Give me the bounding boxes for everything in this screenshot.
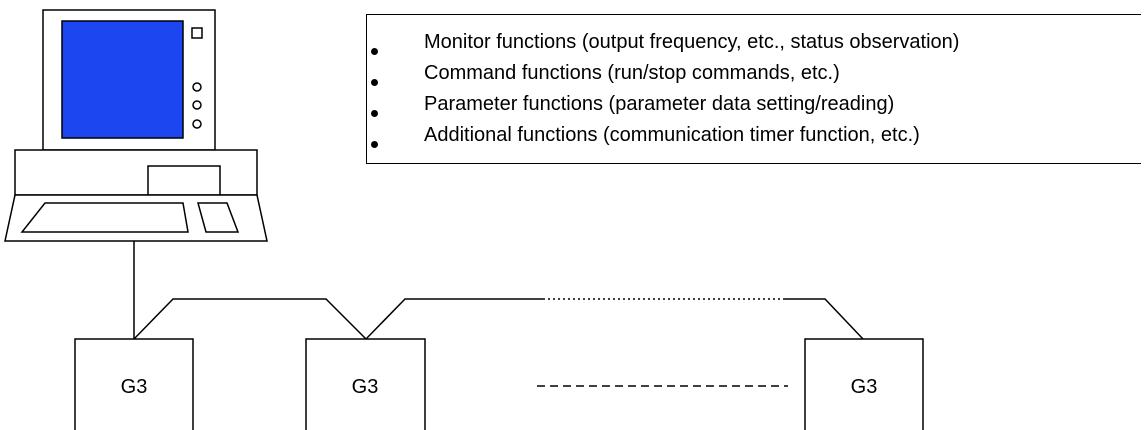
monitor-screen [61, 20, 184, 139]
bullet-icon [371, 110, 378, 117]
function-item: Additional functions (communication time… [367, 120, 959, 151]
unit-label-3: G3 [850, 376, 878, 398]
unit-label-2: G3 [351, 376, 379, 398]
function-list: Monitor functions (output frequency, etc… [367, 27, 959, 151]
computer-icon [4, 9, 268, 242]
unit-box-1 [74, 338, 194, 430]
bullet-icon [371, 79, 378, 86]
bullet-icon [371, 141, 378, 148]
disk-drive [147, 165, 221, 196]
bus-segment-2 [365, 298, 543, 340]
bullet-icon [371, 48, 378, 55]
keyboard-main-keys [20, 202, 189, 233]
function-list-box: Monitor functions (output frequency, etc… [366, 14, 1141, 164]
function-text: Parameter functions (parameter data sett… [424, 93, 895, 115]
function-item: Command functions (run/stop commands, et… [367, 58, 959, 89]
unit-label-1: G3 [120, 376, 148, 398]
function-text: Monitor functions (output frequency, etc… [424, 31, 960, 53]
function-item: Parameter functions (parameter data sett… [367, 89, 959, 120]
keyboard-side-keys [197, 202, 240, 233]
unit-box-3 [804, 338, 924, 430]
monitor-button-square [191, 27, 203, 39]
network-lines [133, 241, 864, 387]
function-text: Additional functions (communication time… [424, 124, 920, 146]
bus-segment-1 [133, 298, 367, 340]
function-text: Command functions (run/stop commands, et… [424, 62, 840, 84]
monitor-button-2 [192, 100, 202, 110]
monitor-button-1 [192, 82, 202, 92]
unit-box-2 [305, 338, 426, 430]
bus-segment-3 [783, 298, 864, 340]
monitor-button-3 [192, 119, 202, 129]
function-item: Monitor functions (output frequency, etc… [367, 27, 959, 58]
